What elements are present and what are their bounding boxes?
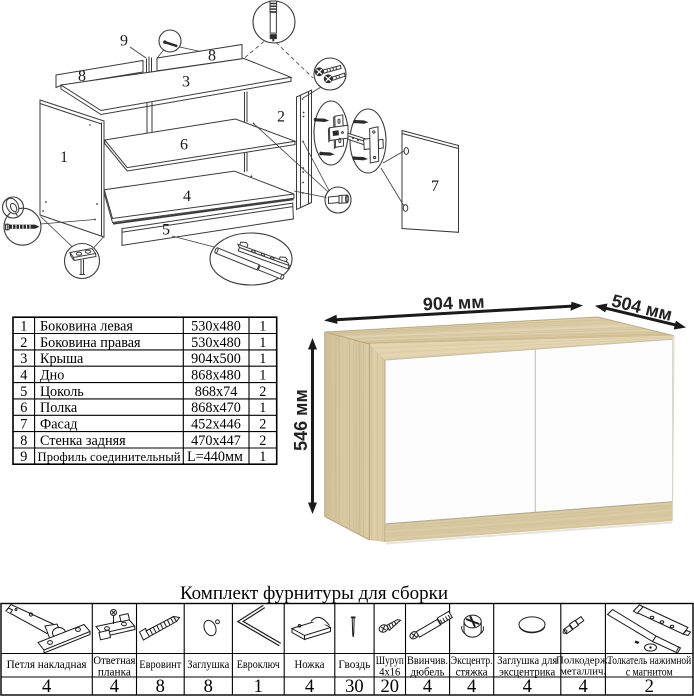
svg-text:30: 30 bbox=[345, 677, 364, 697]
svg-text:Заглушка для: Заглушка для bbox=[497, 654, 558, 667]
svg-text:Ответная: Ответная bbox=[93, 654, 136, 667]
svg-text:Боковина правая: Боковина правая bbox=[40, 335, 141, 351]
svg-text:Евровинт: Евровинт bbox=[139, 658, 181, 671]
svg-text:904 мм: 904 мм bbox=[422, 292, 484, 315]
svg-text:1: 1 bbox=[259, 335, 266, 351]
svg-text:1: 1 bbox=[254, 677, 263, 697]
svg-text:9: 9 bbox=[120, 33, 128, 50]
svg-text:3: 3 bbox=[20, 351, 27, 367]
svg-text:4: 4 bbox=[305, 677, 314, 697]
svg-text:с магнитом: с магнитом bbox=[626, 666, 674, 679]
svg-text:5: 5 bbox=[162, 222, 170, 239]
svg-text:Стенка задняя: Стенка задняя bbox=[40, 433, 126, 449]
svg-text:8: 8 bbox=[156, 677, 165, 697]
svg-text:Профиль соединительный: Профиль соединительный bbox=[38, 450, 181, 464]
svg-text:1: 1 bbox=[259, 400, 266, 416]
svg-text:дюбель: дюбель bbox=[411, 666, 445, 679]
svg-text:L=440мм: L=440мм bbox=[187, 449, 243, 465]
svg-text:546 мм: 546 мм bbox=[291, 389, 311, 451]
svg-text:1: 1 bbox=[259, 368, 266, 384]
svg-text:4: 4 bbox=[42, 677, 51, 697]
svg-text:452х446: 452х446 bbox=[191, 417, 241, 433]
svg-text:Фасад: Фасад bbox=[40, 417, 78, 433]
svg-text:Ножка: Ножка bbox=[295, 658, 326, 671]
svg-text:6: 6 bbox=[180, 137, 188, 154]
svg-text:6: 6 bbox=[20, 400, 27, 416]
svg-text:Дно: Дно bbox=[40, 368, 64, 384]
svg-text:Цоколь: Цоколь bbox=[40, 384, 84, 400]
svg-text:4х16: 4х16 bbox=[379, 666, 400, 679]
svg-text:Гвоздь: Гвоздь bbox=[338, 658, 370, 671]
svg-text:868х470: 868х470 bbox=[191, 400, 241, 416]
svg-text:8: 8 bbox=[20, 433, 27, 449]
svg-text:904х500: 904х500 bbox=[191, 351, 241, 367]
svg-text:3: 3 bbox=[182, 74, 190, 91]
svg-text:1: 1 bbox=[60, 149, 68, 166]
svg-text:Заглушка: Заглушка bbox=[187, 658, 230, 671]
svg-text:1: 1 bbox=[259, 351, 266, 367]
svg-text:7: 7 bbox=[431, 178, 439, 195]
svg-text:2: 2 bbox=[20, 335, 27, 351]
svg-text:2: 2 bbox=[277, 109, 285, 126]
svg-text:Эксцентр.: Эксцентр. bbox=[451, 654, 493, 667]
svg-text:8: 8 bbox=[208, 48, 216, 65]
svg-text:8: 8 bbox=[204, 677, 213, 697]
svg-text:Крыша: Крыша bbox=[40, 351, 84, 367]
svg-text:2: 2 bbox=[259, 417, 266, 433]
svg-text:4: 4 bbox=[523, 677, 532, 697]
svg-text:868х480: 868х480 bbox=[191, 368, 241, 384]
svg-text:металлич.: металлич. bbox=[560, 666, 606, 678]
svg-text:7: 7 bbox=[20, 417, 27, 433]
svg-text:Толкатель нажимной: Толкатель нажимной bbox=[607, 654, 691, 667]
svg-text:Шуруп: Шуруп bbox=[376, 654, 404, 667]
svg-text:4: 4 bbox=[110, 677, 119, 697]
svg-text:1: 1 bbox=[259, 449, 266, 465]
svg-text:2: 2 bbox=[645, 677, 654, 697]
svg-text:2: 2 bbox=[259, 433, 266, 449]
svg-text:Евроключ: Евроключ bbox=[237, 658, 280, 671]
svg-text:4: 4 bbox=[467, 677, 476, 697]
svg-text:Ввинчив.: Ввинчив. bbox=[407, 654, 448, 667]
svg-text:1: 1 bbox=[20, 318, 27, 334]
svg-text:Комплект фурнитуры для сборки: Комплект фурнитуры для сборки bbox=[180, 583, 448, 604]
svg-text:470х447: 470х447 bbox=[191, 433, 241, 449]
svg-text:530х480: 530х480 bbox=[191, 318, 241, 334]
svg-text:8: 8 bbox=[78, 68, 86, 85]
svg-text:9: 9 bbox=[20, 449, 27, 465]
svg-text:4: 4 bbox=[183, 188, 191, 205]
svg-text:868х74: 868х74 bbox=[195, 384, 238, 400]
svg-text:5: 5 bbox=[20, 384, 27, 400]
svg-text:эксцентрика: эксцентрика bbox=[499, 666, 556, 679]
svg-text:Полка: Полка bbox=[40, 400, 78, 416]
svg-text:Петля накладная: Петля накладная bbox=[7, 658, 88, 671]
svg-text:4: 4 bbox=[20, 368, 27, 384]
svg-text:504 мм: 504 мм bbox=[610, 291, 675, 325]
svg-text:4: 4 bbox=[578, 677, 587, 697]
svg-text:стяжка: стяжка bbox=[456, 666, 489, 679]
svg-text:20: 20 bbox=[381, 677, 400, 697]
svg-text:Полкодерж.: Полкодерж. bbox=[556, 655, 610, 667]
svg-text:530х480: 530х480 bbox=[191, 335, 241, 351]
svg-text:планка: планка bbox=[98, 666, 132, 679]
svg-text:4: 4 bbox=[423, 677, 432, 697]
svg-text:Боковина левая: Боковина левая bbox=[40, 318, 133, 334]
svg-text:1: 1 bbox=[259, 318, 266, 334]
svg-text:2: 2 bbox=[259, 384, 266, 400]
